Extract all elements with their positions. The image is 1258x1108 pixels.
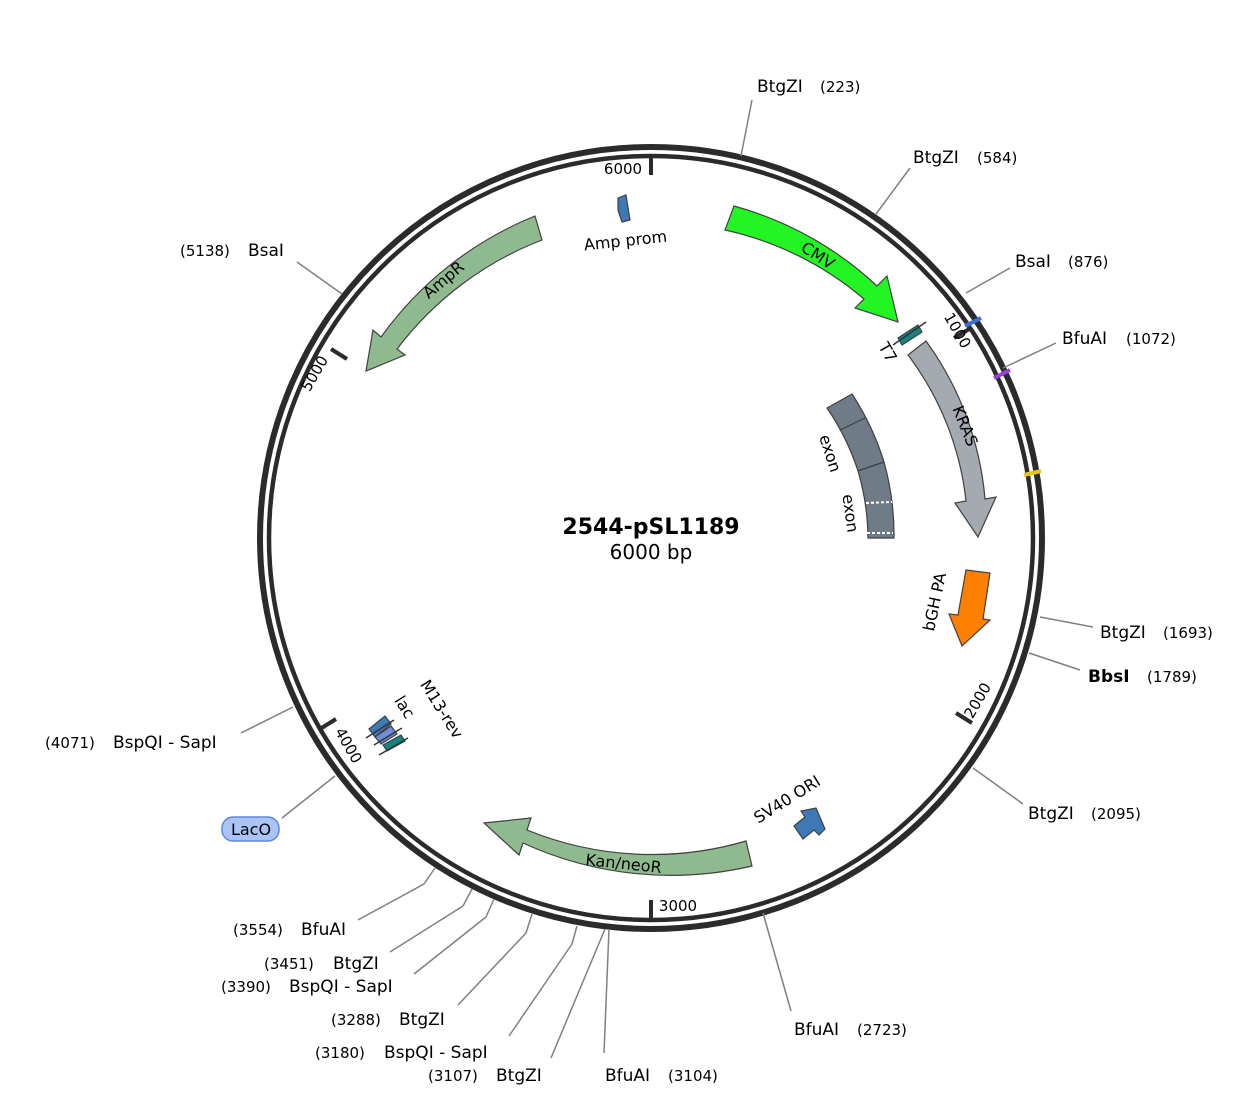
site-pos: (3107)	[428, 1067, 478, 1085]
tick-label-6000: 6000	[604, 160, 642, 178]
feature-m13-rev	[382, 734, 406, 752]
plasmid-length: 6000 bp	[610, 540, 693, 564]
site-bspqi-3390[interactable]: (3390) BspQI - SapI	[221, 898, 495, 997]
site-pos: (2095)	[1091, 805, 1141, 823]
feature-kan-neor[interactable]: Kan/neoR	[482, 817, 753, 877]
feature-label-laco: LacO	[231, 820, 271, 839]
site-name: BfuAI	[605, 1066, 650, 1086]
feature-laco[interactable]: LacO	[221, 775, 336, 842]
site-name: BspQI - SapI	[289, 977, 393, 997]
site-pos: (2723)	[857, 1021, 907, 1039]
site-name: BtgZI	[913, 148, 959, 168]
plasmid-name: 2544-pSL1189	[562, 515, 739, 540]
site-pos: (3288)	[331, 1011, 381, 1029]
tick-label-4000: 4000	[331, 724, 366, 766]
site-name: BtgZI	[1028, 804, 1074, 824]
site-pos: (3104)	[668, 1067, 718, 1085]
site-bfuai-3104[interactable]: BfuAI (3104)	[603, 928, 718, 1086]
feature-label-amp-prom: Amp prom	[583, 227, 668, 255]
site-bfuai-2723[interactable]: BfuAI (2723)	[762, 912, 907, 1040]
feature-sv40-ori[interactable]: SV40 ORI	[750, 771, 826, 840]
site-bsai-5138[interactable]: (5138) BsaI	[180, 241, 343, 295]
site-pos: (584)	[977, 149, 1017, 167]
feature-ampr[interactable]: AmpR	[365, 215, 543, 372]
site-name: BtgZI	[496, 1066, 542, 1086]
site-name: BtgZI	[399, 1010, 445, 1030]
feature-kras[interactable]: KRAS	[907, 340, 998, 539]
site-bfuai-3554[interactable]: (3554) BfuAI	[233, 867, 436, 940]
site-bfuai-1072[interactable]: BfuAI (1072)	[1002, 329, 1176, 369]
site-name: BspQI - SapI	[113, 733, 217, 753]
site-pos: (3451)	[264, 955, 314, 973]
feature-label-lac: lac	[391, 692, 419, 722]
site-pos: (3390)	[221, 978, 271, 996]
site-pos: (1072)	[1126, 330, 1176, 348]
site-pos: (5138)	[180, 242, 230, 260]
site-bspqi-3180[interactable]: (3180) BspQI - SapI	[315, 925, 578, 1063]
site-marks	[964, 316, 1042, 477]
site-btgzi-223[interactable]: BtgZI (223)	[740, 77, 860, 157]
site-bsai-876[interactable]: BsaI (876)	[965, 252, 1108, 294]
site-name: BsaI	[1015, 252, 1051, 272]
site-name: BfuAI	[1062, 329, 1107, 349]
tick-label-3000: 3000	[659, 897, 697, 915]
feature-exons[interactable]: exon exon	[815, 393, 895, 539]
site-bspqi-4071[interactable]: (4071) BspQI - SapI	[45, 706, 294, 753]
feature-label-m13-rev: M13-rev	[416, 676, 467, 742]
site-pos: (4071)	[45, 734, 95, 752]
site-pos: (1693)	[1163, 624, 1213, 642]
tick-4000	[318, 717, 338, 731]
tick-2000	[954, 711, 974, 725]
site-pos: (3554)	[233, 921, 283, 939]
feature-label-exon-2: exon	[838, 493, 862, 534]
feature-label-exon-1: exon	[815, 432, 845, 474]
site-bbsi-1789[interactable]: BbsI (1789)	[1028, 652, 1197, 687]
site-name: BtgZI	[333, 954, 379, 974]
feature-bgh-pa[interactable]: bGH PA	[919, 569, 992, 648]
site-name: BfuAI	[794, 1020, 839, 1040]
site-pos: (876)	[1068, 253, 1108, 271]
site-pos: (223)	[820, 78, 860, 96]
site-btgzi-584[interactable]: BtgZI (584)	[875, 148, 1017, 215]
tick-1000	[952, 326, 973, 340]
site-name: BspQI - SapI	[384, 1043, 488, 1063]
restriction-sites: BtgZI (223) BtgZI (584) BsaI (876) BfuAI…	[45, 77, 1213, 1086]
feature-cmv[interactable]: CMV	[724, 205, 899, 323]
site-name: BfuAI	[301, 920, 346, 940]
feature-amp-prom[interactable]: Amp prom	[583, 194, 668, 255]
exon-block-2	[857, 461, 895, 539]
site-name: BsaI	[248, 241, 284, 261]
site-pos: (1789)	[1147, 668, 1197, 686]
site-btgzi-2095[interactable]: BtgZI (2095)	[972, 767, 1141, 824]
site-btgzi-1693[interactable]: BtgZI (1693)	[1039, 616, 1213, 643]
site-btgzi-3451[interactable]: (3451) BtgZI	[264, 888, 473, 974]
feature-label-bgh-pa: bGH PA	[919, 571, 950, 633]
site-btgzi-3288[interactable]: (3288) BtgZI	[331, 913, 533, 1030]
site-btgzi-3107[interactable]: (3107) BtgZI	[428, 928, 606, 1086]
site-pos: (3180)	[315, 1044, 365, 1062]
site-name: BbsI	[1088, 667, 1130, 687]
feature-lac-cluster[interactable]: lac M13-rev	[365, 676, 467, 756]
site-name: BtgZI	[757, 77, 803, 97]
site-name: BtgZI	[1100, 623, 1146, 643]
tick-5000	[329, 347, 349, 361]
